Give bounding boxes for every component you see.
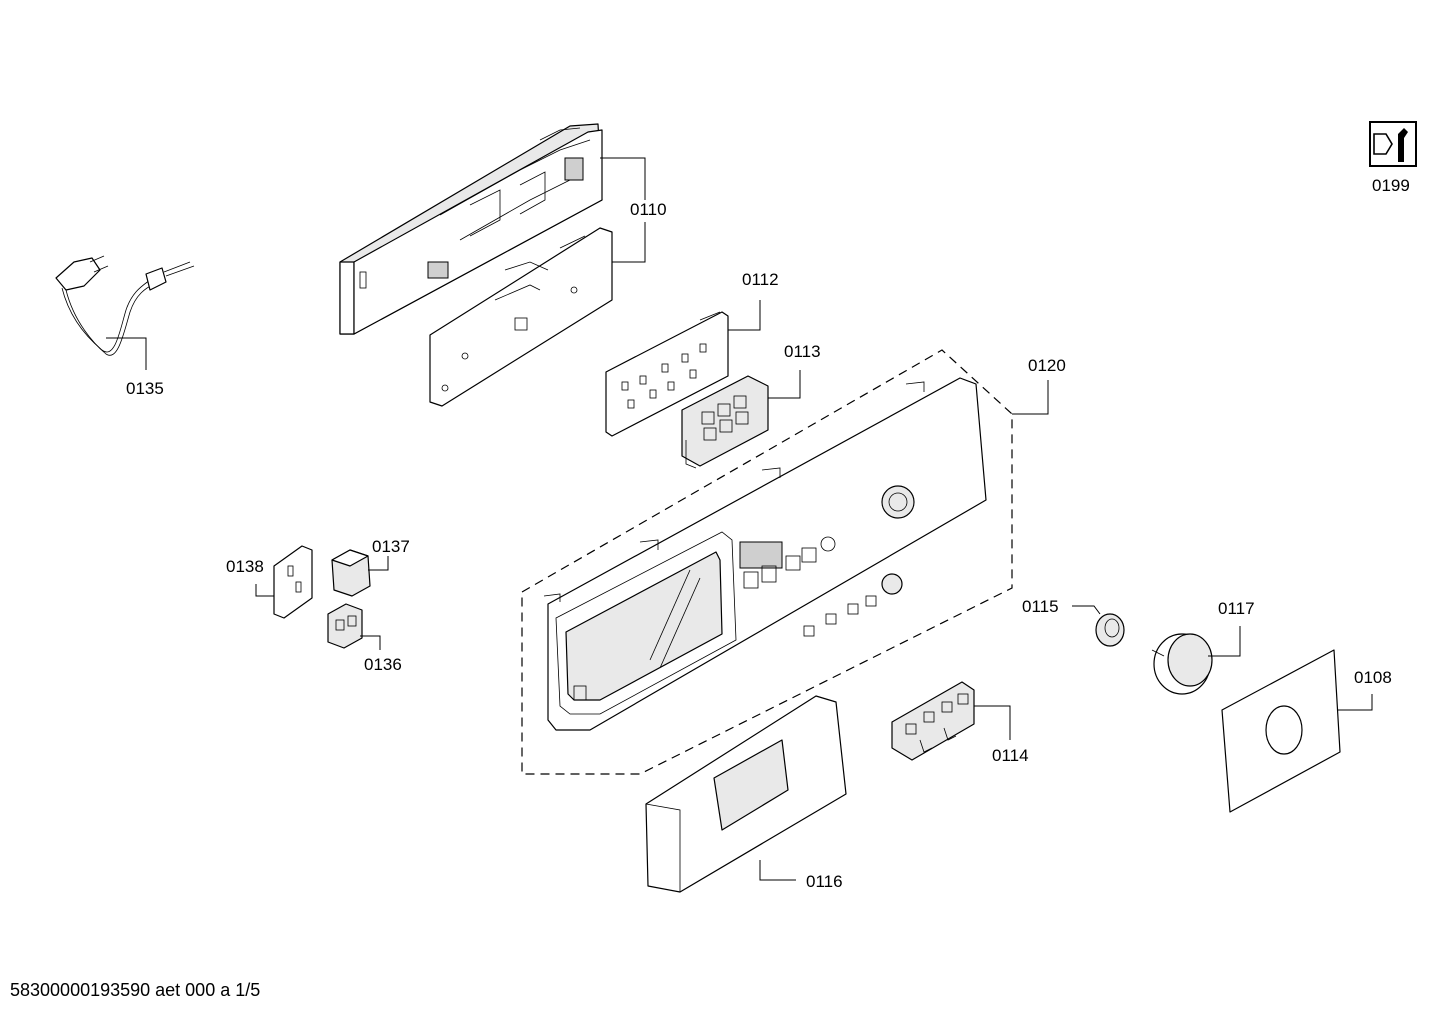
part-0135-power-cable	[55, 255, 195, 356]
part-label-0117: 0117	[1218, 599, 1255, 618]
part-label-0138: 0138	[226, 557, 264, 576]
leader-0114	[974, 705, 1011, 740]
part-label-0110: 0110	[630, 200, 667, 219]
part-0114-button-holder	[891, 681, 975, 761]
leader-0137	[368, 556, 389, 571]
part-label-0108: 0108	[1354, 668, 1392, 687]
part-label-0136: 0136	[364, 655, 402, 674]
part-label-0112: 0112	[742, 270, 779, 289]
part-label-0113: 0113	[784, 342, 821, 361]
panel-group-outline-0120	[521, 349, 1013, 775]
part-label-0114: 0114	[992, 746, 1029, 765]
part-label-0116: 0116	[806, 872, 843, 891]
document-code: 58300000193590 aet 000 a 1/5	[10, 980, 261, 1000]
part-label-0135: 0135	[126, 379, 164, 398]
part-0112-display-board	[605, 311, 729, 437]
leader-0108	[1338, 694, 1373, 711]
part-0113-button-holder	[681, 375, 769, 469]
leader-0113	[768, 370, 801, 399]
leader-0135	[106, 337, 147, 370]
leader-0110	[600, 157, 646, 200]
part-label-0199: 0199	[1372, 176, 1410, 195]
leader-0138	[255, 584, 274, 597]
part-0137-filter	[331, 549, 371, 597]
part-0120-fascia-panel	[543, 377, 987, 731]
part-0117-program-knob	[1151, 633, 1213, 695]
leader-0112	[728, 300, 761, 331]
part-0136-connector	[327, 603, 363, 649]
leader-0117	[1208, 626, 1241, 657]
part-0110-circuit-board	[429, 227, 613, 407]
part-0108-label-plate	[1221, 649, 1341, 813]
part-0138-bracket	[273, 545, 313, 619]
part-label-0115: 0115	[1022, 597, 1059, 616]
leader-0116	[759, 860, 796, 881]
part-0116-drawer-handle	[645, 695, 847, 893]
part-label-0120: 0120	[1028, 356, 1066, 375]
leader-0120	[1012, 380, 1049, 415]
leader-0115	[1072, 605, 1101, 615]
part-label-0137: 0137	[372, 537, 410, 556]
wrench-service-icon	[1369, 121, 1417, 167]
part-0110-housing	[339, 123, 603, 335]
leader-0110b	[612, 222, 646, 263]
leader-0136	[360, 635, 381, 650]
part-0115-knob-insert	[1095, 613, 1125, 647]
